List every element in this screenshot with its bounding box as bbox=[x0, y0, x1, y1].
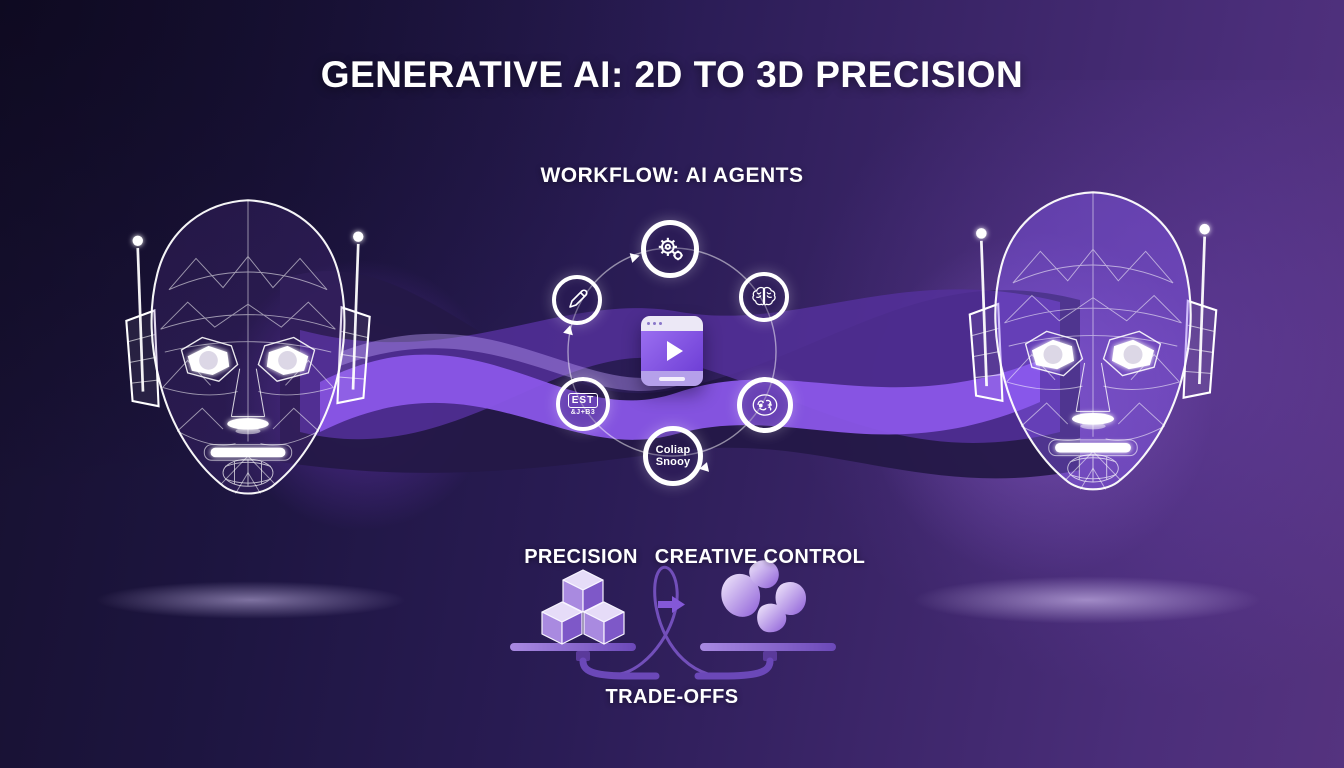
browser-dot bbox=[647, 322, 650, 325]
pencil-icon bbox=[569, 289, 588, 308]
browser-body bbox=[641, 331, 703, 371]
step-label-line1: Coliap bbox=[655, 444, 691, 456]
right-platform bbox=[694, 643, 836, 680]
creative-control-label: CREATIVE CONTROL bbox=[654, 546, 866, 568]
browser-bottom-bar bbox=[641, 371, 703, 386]
browser-pill bbox=[659, 376, 685, 381]
workflow-node-est: EST &J+B3 bbox=[556, 377, 610, 431]
right-wireframe-head bbox=[962, 186, 1224, 502]
workflow-node-brain bbox=[739, 272, 789, 322]
brain-icon bbox=[752, 286, 776, 306]
browser-dot bbox=[653, 322, 656, 325]
workflow-heading: WORKFLOW: AI AGENTS bbox=[540, 164, 804, 187]
browser-dot bbox=[659, 322, 662, 325]
step-label-line2: Snooy bbox=[655, 456, 691, 468]
video-player-icon bbox=[641, 316, 703, 386]
workflow-node-step: Coliap Snooy bbox=[643, 426, 703, 486]
gear-icon bbox=[658, 237, 683, 261]
cubes-icon bbox=[541, 569, 625, 645]
est-label: EST bbox=[567, 392, 599, 408]
left-wireframe-head bbox=[118, 194, 378, 506]
workflow-node-circuit-brain bbox=[737, 377, 793, 433]
est-sublabel: &J+B3 bbox=[570, 408, 596, 416]
tradeoff-graphic bbox=[510, 560, 836, 680]
workflow-node-pencil bbox=[552, 275, 602, 325]
trade-offs-label: TRADE-OFFS bbox=[605, 686, 739, 708]
precision-label: PRECISION bbox=[524, 546, 638, 568]
play-icon bbox=[666, 341, 683, 361]
loop-curve bbox=[619, 565, 709, 676]
page-title: GENERATIVE AI: 2D TO 3D PRECISION bbox=[320, 54, 1024, 95]
right-floor-glow bbox=[912, 576, 1262, 624]
workflow-node-gear bbox=[641, 220, 699, 278]
blobs-icon bbox=[721, 560, 806, 633]
browser-top-bar bbox=[641, 316, 703, 331]
left-platform bbox=[510, 643, 660, 680]
right-arrow-icon bbox=[658, 596, 685, 613]
left-floor-glow bbox=[95, 581, 407, 619]
circuit-brain-icon bbox=[752, 394, 778, 416]
